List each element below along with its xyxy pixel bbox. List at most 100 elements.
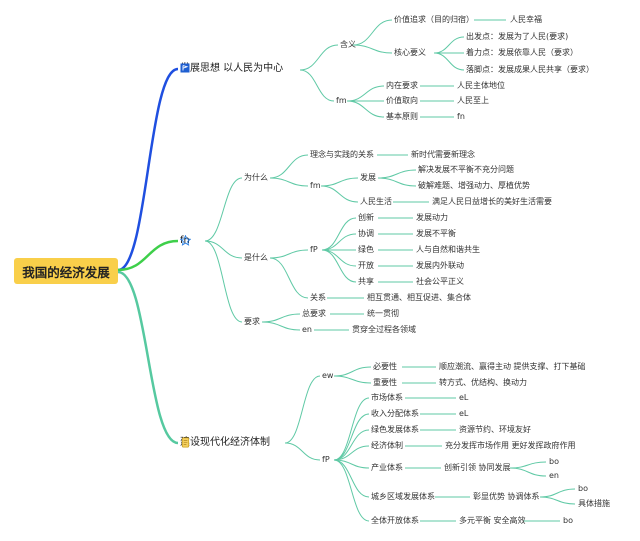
connector-line [333, 445, 370, 461]
node-openness[interactable]: 开放 [358, 261, 374, 270]
connector-line [539, 488, 576, 498]
node-resource-saving[interactable]: 资源节约、环境友好 [459, 425, 531, 434]
node-highlight-advantage[interactable]: 彰显优势 协调体系 [473, 492, 540, 501]
node-inherent-requirement[interactable]: 内在要求 [386, 81, 418, 90]
node-value-pursuit[interactable]: 价值追求（目的归宿） [394, 15, 474, 24]
node-eL[interactable]: eL [459, 409, 469, 418]
connector-line [299, 69, 335, 102]
node-social-justice[interactable]: 社会公平正义 [416, 277, 464, 286]
connector-line [269, 249, 309, 259]
node-why[interactable]: 为什么 [244, 173, 268, 182]
branch-label: 发展思想 以人民为中心 [180, 63, 284, 74]
node-basic-principle[interactable]: 基本原则 [386, 112, 418, 121]
connector-line [352, 19, 393, 46]
connector-line [433, 36, 465, 54]
connector-line [269, 257, 309, 299]
node-innovation-led[interactable]: 创新引领 协同发展 [444, 463, 511, 472]
node-solve-imbalance[interactable]: 解决发展不平衡不充分问题 [418, 165, 514, 174]
node-urban-rural-system[interactable]: 城乡区域发展体系 [371, 492, 435, 501]
node-balanced-efficient[interactable]: 多元平衡 安全高效 [459, 516, 526, 525]
node-people-first[interactable]: 人民至上 [457, 96, 489, 105]
node-ew[interactable]: ew [322, 371, 334, 380]
node-theory-practice[interactable]: 理念与实践的关系 [310, 150, 374, 159]
node-income-system[interactable]: 收入分配体系 [371, 409, 419, 418]
node-fP[interactable]: fP [322, 455, 330, 464]
node-bo[interactable]: bo [549, 457, 559, 466]
connector-line [117, 270, 179, 445]
connector-line [333, 459, 370, 522]
node-coordination[interactable]: 协调 [358, 229, 374, 238]
branch-new-concept[interactable]: fn [180, 235, 191, 247]
node-fm[interactable]: fm [336, 96, 347, 105]
node-bo[interactable]: bo [578, 484, 588, 493]
node-green-system[interactable]: 绿色发展体系 [371, 425, 419, 434]
root-topic[interactable]: 我国的经济发展 [14, 258, 118, 284]
node-people-subject[interactable]: 人民主体地位 [457, 81, 505, 90]
connector-line [321, 249, 357, 267]
connector-line [377, 169, 417, 179]
node-people-life[interactable]: 人民生活 [360, 197, 392, 206]
node-fP[interactable]: fP [310, 245, 318, 254]
node-en[interactable]: en [302, 325, 312, 334]
node-sharing[interactable]: 共享 [358, 277, 374, 286]
node-run-through[interactable]: 贯穿全过程各领域 [352, 325, 416, 334]
branch-label: fn [180, 235, 190, 246]
node-relation[interactable]: 关系 [310, 293, 326, 302]
node-industry-system[interactable]: 产业体系 [371, 463, 403, 472]
connector-line [204, 240, 243, 259]
node-follow-trend[interactable]: 顺应潮流、赢得主动 提供支撑、打下基础 [439, 362, 586, 371]
connector-line [509, 467, 547, 477]
node-market-role[interactable]: 充分发挥市场作用 更好发挥政府作用 [445, 441, 576, 450]
node-harmony-nature[interactable]: 人与自然和谐共生 [416, 245, 480, 254]
node-market-system[interactable]: 市场体系 [371, 393, 403, 402]
node-fn[interactable]: fn [457, 112, 465, 121]
node-driving-force[interactable]: 发展动力 [416, 213, 448, 222]
node-fm[interactable]: fm [310, 181, 321, 190]
connector-line [352, 44, 393, 54]
node-general-requirement[interactable]: 总要求 [302, 309, 326, 318]
connector-line [261, 313, 301, 323]
node-en[interactable]: en [549, 471, 559, 480]
node-people-happiness[interactable]: 人民幸福 [510, 15, 542, 24]
node-new-era[interactable]: 新时代需要新理念 [411, 150, 475, 159]
node-green[interactable]: 绿色 [358, 245, 374, 254]
connector-line [269, 154, 309, 179]
branch-modern-economy[interactable]: 建设现代化经济体制 [180, 437, 270, 449]
node-necessity[interactable]: 必要性 [373, 362, 397, 371]
connector-line [333, 397, 370, 461]
node-meet-needs[interactable]: 满足人民日益增长的美好生活需要 [432, 197, 552, 206]
connector-line [299, 44, 339, 71]
node-interconnect[interactable]: 相互贯通、相互促进、集合体 [367, 293, 471, 302]
node-innovation[interactable]: 创新 [358, 213, 374, 222]
node-bo[interactable]: bo [563, 516, 573, 525]
connector-line [269, 177, 309, 187]
node-economic-system[interactable]: 经济体制 [371, 441, 403, 450]
node-specific-measures[interactable]: 具体措施 [578, 499, 610, 508]
node-importance[interactable]: 重要性 [373, 378, 397, 387]
node-linkage[interactable]: 发展内外联动 [416, 261, 464, 270]
node-starting-point[interactable]: 出发点：发展为了人民(要求) [466, 32, 569, 41]
node-transform[interactable]: 转方式、优结构、换动力 [439, 378, 527, 387]
connector-line [321, 217, 357, 251]
connector-line [204, 177, 243, 242]
connector-line [321, 233, 357, 251]
node-meaning[interactable]: 含义 [340, 40, 356, 49]
node-open-system[interactable]: 全体开放体系 [371, 516, 419, 525]
node-end-point[interactable]: 落脚点：发展成果人民共享（要求） [466, 65, 594, 74]
node-focus-point[interactable]: 着力点：发展依靠人民（要求） [466, 48, 578, 57]
connector-line [333, 413, 370, 461]
node-what[interactable]: 是什么 [244, 253, 268, 262]
connector-line [321, 249, 357, 283]
node-imbalance[interactable]: 发展不平衡 [416, 229, 456, 238]
connector-line [346, 85, 385, 102]
node-unified-implement[interactable]: 统一贯彻 [367, 309, 399, 318]
node-core-essence[interactable]: 核心要义 [394, 48, 426, 57]
node-value-orientation[interactable]: 价值取向 [386, 96, 418, 105]
node-requirement[interactable]: 要求 [244, 317, 260, 326]
node-eL[interactable]: eL [459, 393, 469, 402]
node-crack-problems[interactable]: 破解难题、增强动力、厚植优势 [418, 181, 530, 190]
node-development[interactable]: 发展 [360, 173, 376, 182]
branch-development-thought[interactable]: 发展思想 以人民为中心 [180, 63, 283, 75]
scroll-icon [181, 437, 190, 448]
connector-line [117, 239, 179, 272]
